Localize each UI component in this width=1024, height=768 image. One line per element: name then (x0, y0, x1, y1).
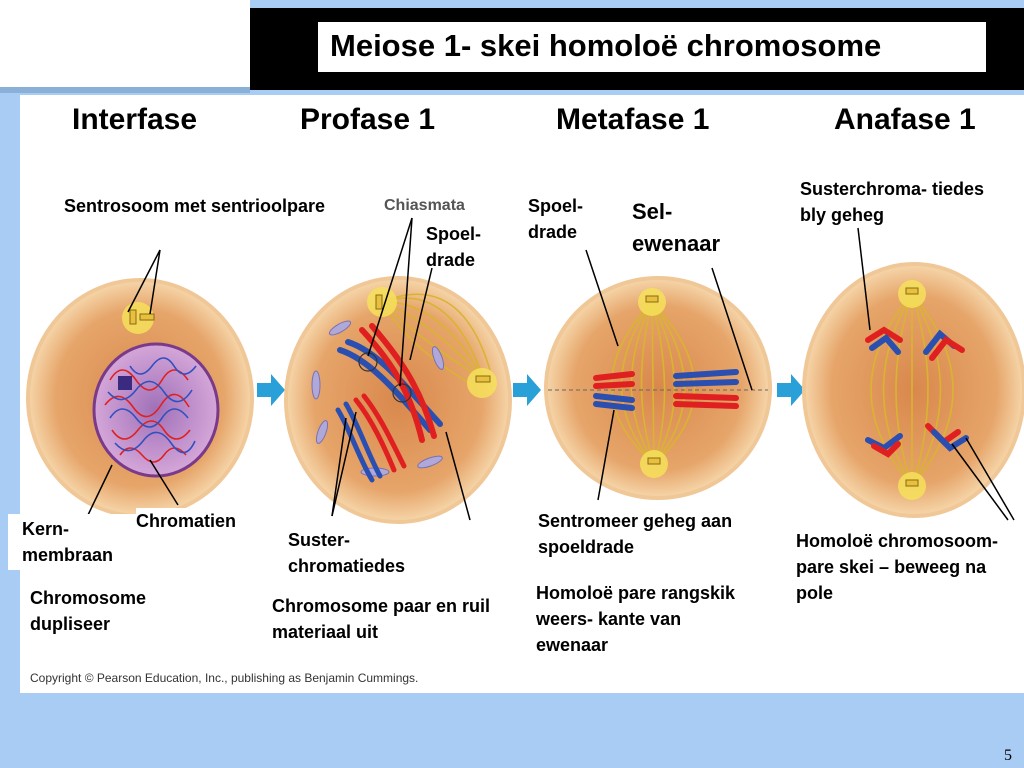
label-centromere-attached: Sentromeer geheg aan spoeldrade (538, 511, 733, 557)
chromosomes-metaphase (593, 369, 739, 411)
header-accent-strip (0, 87, 250, 93)
phase-metaphase-1: Metafase 1 (556, 103, 710, 136)
copyright-notice: Copyright © Pearson Education, Inc., pub… (30, 671, 419, 685)
label-centrosome: Sentrosoom met sentrioolpare (64, 196, 326, 216)
label-homologous-separate: Homoloë chromosoom- pare skei – beweeg n… (796, 531, 999, 603)
label-chromatin: Chromatien (136, 508, 237, 534)
nucleus (92, 342, 220, 478)
phase-prophase-1: Profase 1 (300, 103, 436, 136)
label-sister-chromatids: Suster- chromatiedes (288, 530, 406, 576)
caption-metaphase: Homoloë pare rangskik weers- kante van e… (536, 583, 736, 655)
centrosome-interphase (122, 302, 155, 334)
cell-metaphase (544, 249, 772, 501)
page-number: 5 (1004, 747, 1012, 764)
label-spindle-prophase: Spoel- drade (426, 224, 482, 270)
header-white-block (0, 0, 250, 90)
label-equator: Sel- ewenaar (632, 199, 721, 256)
phase-anaphase-1: Anafase 1 (834, 103, 976, 136)
spindle-anaphase (870, 293, 954, 487)
arrow-1 (257, 374, 285, 406)
nucleolus (118, 376, 132, 390)
arrow-3 (777, 374, 805, 406)
slide-title: Meiose 1- skei homoloë chromosome (318, 22, 986, 72)
label-chiasmata: Chiasmata (384, 197, 465, 214)
caption-interphase: Chromosome dupliseer (30, 588, 147, 634)
chromosomes-prophase (335, 323, 443, 483)
cell-anaphase (802, 227, 1024, 521)
cell-interphase (26, 249, 254, 518)
arrow-2 (513, 374, 541, 406)
phase-interphase: Interfase (72, 103, 198, 136)
label-spindle-metaphase: Spoel- drade (528, 196, 584, 242)
label-sister-chromatids-attached: Susterchroma- tiedes bly geheg (800, 179, 985, 225)
chromatin-threads (104, 369, 191, 463)
cell-prophase (284, 217, 512, 524)
chromosomes-anaphase (865, 326, 969, 458)
membrane-fragments (311, 320, 445, 477)
label-nuclear-membrane: Kern- membraan (8, 514, 148, 570)
caption-prophase: Chromosome paar en ruil materiaal uit (272, 596, 491, 642)
